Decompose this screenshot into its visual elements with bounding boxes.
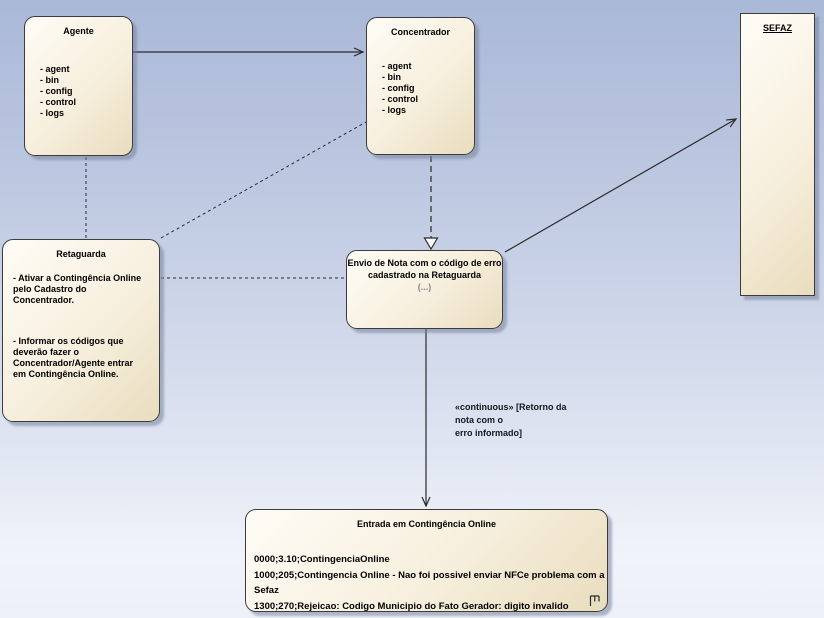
connector-retaguarda-to-concentrador[interactable] — [160, 121, 367, 239]
node-concentrador-items: - agent - bin - config - control - logs — [382, 61, 418, 116]
folder-item: - logs — [40, 108, 64, 118]
folder-item: - agent — [40, 64, 70, 74]
code-line: 1000;205;Contingencia Online - Nao foi p… — [254, 569, 605, 597]
node-entrada[interactable]: Entrada em Contingência Online 0000;3.10… — [245, 509, 608, 612]
node-sefaz[interactable]: SEFAZ — [740, 13, 815, 296]
code-line: 0000;3.10;ContingenciaOnline — [254, 554, 390, 565]
folder-item: - bin — [382, 72, 401, 82]
folder-item: - bin — [40, 75, 59, 85]
connector-envio-to-sefaz[interactable] — [504, 118, 738, 253]
node-retaguarda-title: Retaguarda — [56, 249, 106, 259]
node-envio-title: Envio de Nota com o código de erro cadas… — [347, 258, 502, 280]
node-retaguarda-body1: - Ativar a Contingência Online pelo Cada… — [13, 273, 142, 305]
node-concentrador-title: Concentrador — [390, 27, 450, 37]
connector-concentrador-to-envio[interactable] — [423, 156, 439, 251]
node-envio-ellipsis: (...) — [417, 282, 432, 292]
folder-item: - control — [40, 97, 76, 107]
folder-item: - config — [382, 83, 415, 93]
node-agente-title: Agente — [63, 26, 94, 36]
folder-item: - config — [40, 86, 73, 96]
node-concentrador[interactable]: Concentrador - agent - bin - config - co… — [366, 17, 475, 155]
node-sefaz-title: SEFAZ — [762, 23, 792, 33]
node-retaguarda[interactable]: Retaguarda - Ativar a Contingência Onlin… — [2, 239, 160, 422]
node-envio[interactable]: Envio de Nota com o código de erro cadas… — [346, 250, 503, 329]
code-line: 1300;270;Rejeicao: Codigo Municipio do F… — [254, 600, 569, 612]
node-retaguarda-body2: - Informar os códigos que deverão fazer … — [13, 336, 134, 379]
connector-continuous-label: «continuous» [Retorno da nota com o erro… — [455, 402, 567, 438]
node-agente[interactable]: Agente - agent - bin - config - control … — [24, 16, 133, 156]
hollow-triangle-arrowhead — [423, 237, 439, 251]
composite-icon — [589, 595, 600, 606]
folder-item: - control — [382, 94, 418, 104]
node-agente-items: - agent - bin - config - control - logs — [40, 64, 76, 119]
folder-item: - agent — [382, 61, 412, 71]
folder-item: - logs — [382, 105, 406, 115]
node-entrada-codes: 0000;3.10;ContingenciaOnline 1000;205;Co… — [254, 552, 607, 614]
node-entrada-title: Entrada em Contingência Online — [356, 519, 497, 529]
